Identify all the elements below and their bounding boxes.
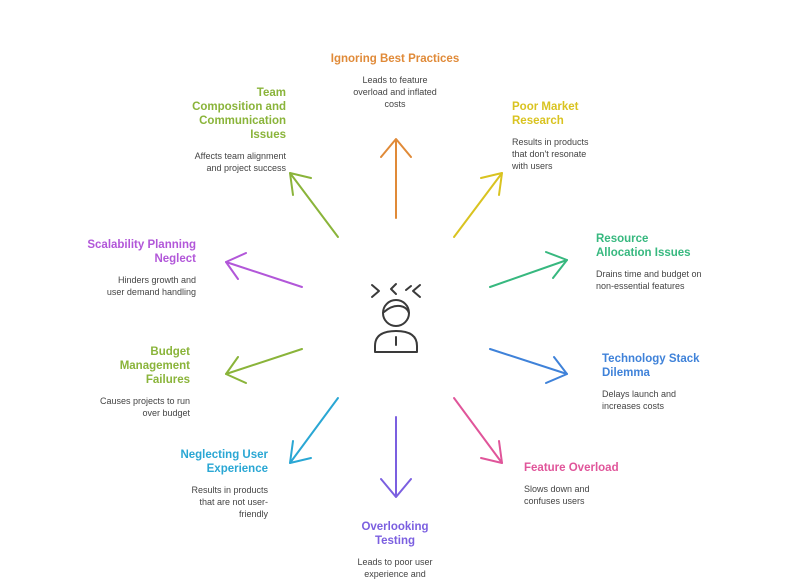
arrow-scalability-planning [225, 252, 303, 288]
node-description: Affects team alignment and project succe… [194, 151, 286, 173]
arrow-ignoring-best-practices [380, 138, 412, 219]
node-title: Resource Allocation Issues [596, 233, 691, 259]
node-feature-overload: Feature Overload Slows down and confuses… [524, 461, 644, 507]
node-title: Technology Stack Dilemma [602, 353, 700, 379]
node-resource-allocation: Resource Allocation Issues Drains time a… [596, 232, 716, 292]
frustrated-person-icon [371, 283, 421, 353]
arrow-feature-overload [453, 397, 503, 464]
node-description: Results in products that don't resonate … [512, 137, 589, 171]
node-description: Delays launch and increases costs [602, 389, 677, 411]
node-description: Leads to poor user experience and [357, 557, 433, 579]
node-description: Hinders growth and user demand handling [106, 275, 196, 297]
node-description: Leads to feature overload and inflated c… [353, 75, 437, 109]
node-title: Ignoring Best Practices [330, 53, 460, 65]
node-scalability-planning: Scalability Planning Neglect Hinders gro… [76, 238, 196, 298]
node-poor-market-research: Poor Market Research Results in products… [512, 100, 612, 172]
node-ignoring-best-practices: Ignoring Best Practices Leads to feature… [330, 52, 460, 110]
node-description: Slows down and confuses users [524, 484, 590, 506]
node-budget-management: Budget Management Failures Causes projec… [80, 345, 190, 419]
node-technology-stack: Technology Stack Dilemma Delays launch a… [602, 352, 712, 412]
arrow-technology-stack [489, 348, 568, 384]
arrow-overlooking-testing [380, 416, 412, 498]
node-description: Results in products that are not user-fr… [191, 485, 268, 519]
arrow-budget-management [225, 348, 303, 384]
arrow-team-composition [289, 172, 339, 238]
arrow-resource-allocation [489, 251, 568, 288]
node-title: Budget Management Failures [119, 346, 190, 386]
node-title: Neglecting User Experience [180, 449, 268, 475]
arrow-poor-market-research [453, 172, 503, 238]
node-overlooking-testing: Overlooking Testing Leads to poor user e… [344, 520, 446, 580]
node-title: Scalability Planning Neglect [87, 239, 196, 265]
node-team-composition: Team Composition and Communication Issue… [166, 86, 286, 174]
node-description: Causes projects to run over budget [99, 396, 190, 418]
arrow-neglecting-ux [289, 397, 339, 464]
node-title: Feature Overload [524, 462, 619, 474]
node-title: Poor Market Research [512, 101, 579, 127]
node-title: Overlooking Testing [361, 521, 429, 547]
node-description: Drains time and budget on non-essential … [596, 269, 702, 291]
node-neglecting-ux: Neglecting User Experience Results in pr… [148, 448, 268, 520]
node-title: Team Composition and Communication Issue… [192, 87, 286, 141]
